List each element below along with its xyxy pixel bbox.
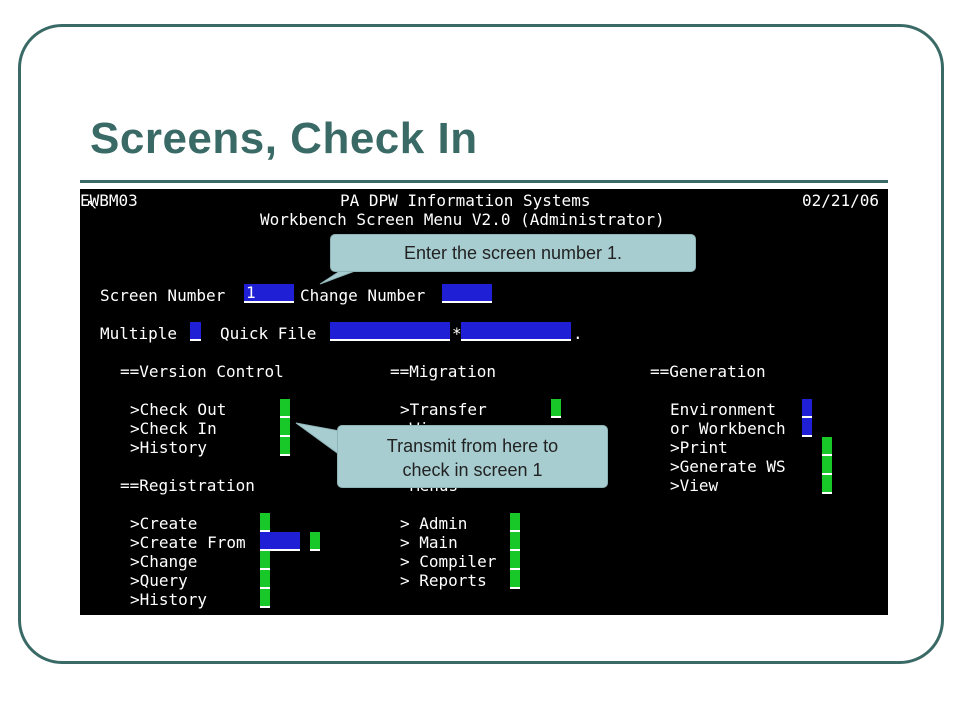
menu-item-registration-history: >History xyxy=(130,590,208,609)
callout-transmit-line1: Transmit from here to xyxy=(386,436,559,456)
menu-item-compiler: > Compiler xyxy=(400,552,497,571)
generation-environment: Environment xyxy=(670,400,776,419)
menu-item-check-in: >Check In xyxy=(130,419,217,438)
generation-heading: ==Generation xyxy=(650,362,766,381)
menu-item-reports: > Reports xyxy=(400,571,487,590)
create-select-field[interactable] xyxy=(260,513,270,532)
check-out-select-field[interactable] xyxy=(280,399,290,418)
quick-file-separator: * xyxy=(452,324,462,343)
menu-item-admin: > Admin xyxy=(400,514,468,533)
quick-file-label: Quick File xyxy=(220,324,317,343)
main-select-field[interactable] xyxy=(510,532,520,551)
menu-item-query: >Query xyxy=(130,571,188,590)
view-select-field[interactable] xyxy=(822,475,832,494)
screen-number-label: Screen Number xyxy=(100,286,226,305)
change-select-field[interactable] xyxy=(260,551,270,570)
menu-item-main: > Main xyxy=(400,533,458,552)
menu-item-history: >History xyxy=(130,438,208,457)
reports-select-field[interactable] xyxy=(510,570,520,589)
compiler-select-field[interactable] xyxy=(510,551,520,570)
menu-title: Workbench Screen Menu V2.0 (Administrato… xyxy=(260,210,665,229)
screen-number-input[interactable]: 1 xyxy=(244,284,294,303)
transfer-select-field[interactable] xyxy=(551,399,561,418)
create-from-select-field[interactable] xyxy=(310,532,320,551)
environment-input[interactable] xyxy=(802,399,812,418)
callout-transmit: Transmit from here to check in screen 1 xyxy=(337,425,608,488)
check-in-select-field[interactable] xyxy=(280,418,290,437)
menu-item-create-from: >Create From xyxy=(130,533,246,552)
callout-transmit-line2: check in screen 1 xyxy=(402,460,543,480)
registration-heading: ==Registration xyxy=(120,476,255,495)
workbench-input[interactable] xyxy=(802,418,812,437)
change-number-label: Change Number xyxy=(300,286,426,305)
current-date: 02/21/06 xyxy=(802,191,880,210)
callout-enter-screen-number-text: Enter the screen number 1. xyxy=(403,243,623,263)
system-title: PA DPW Information Systems xyxy=(340,191,591,210)
menu-item-change: >Change xyxy=(130,552,198,571)
mouse-cursor-icon: ↖ xyxy=(86,197,98,213)
history-select-field[interactable] xyxy=(280,437,290,456)
create-from-input[interactable] xyxy=(260,532,300,551)
generate-ws-select-field[interactable] xyxy=(822,456,832,475)
print-select-field[interactable] xyxy=(822,437,832,456)
admin-select-field[interactable] xyxy=(510,513,520,532)
menu-item-check-out: >Check Out xyxy=(130,400,227,419)
query-select-field[interactable] xyxy=(260,570,270,589)
menu-item-transfer: >Transfer xyxy=(400,400,487,419)
multiple-input[interactable] xyxy=(190,322,201,341)
callout-enter-screen-number: Enter the screen number 1. xyxy=(330,234,696,272)
screen-id: EWBM03 xyxy=(80,191,138,210)
menu-item-create: >Create xyxy=(130,514,198,533)
slide-title: Screens, Check In xyxy=(90,114,478,163)
menu-item-generate-ws: >Generate WS xyxy=(670,457,786,476)
title-divider xyxy=(80,180,888,183)
menu-item-view: >View xyxy=(670,476,719,495)
menu-item-print: >Print xyxy=(670,438,728,457)
generation-or-workbench: or Workbench xyxy=(670,419,786,438)
quick-file-end: . xyxy=(573,324,583,343)
multiple-label: Multiple xyxy=(100,324,178,343)
change-number-input[interactable] xyxy=(442,284,492,303)
quick-file-input-1[interactable] xyxy=(330,322,450,341)
quick-file-input-2[interactable] xyxy=(461,322,571,341)
migration-heading: ==Migration xyxy=(390,362,496,381)
registration-history-select-field[interactable] xyxy=(260,589,270,608)
version-control-heading: ==Version Control xyxy=(120,362,284,381)
